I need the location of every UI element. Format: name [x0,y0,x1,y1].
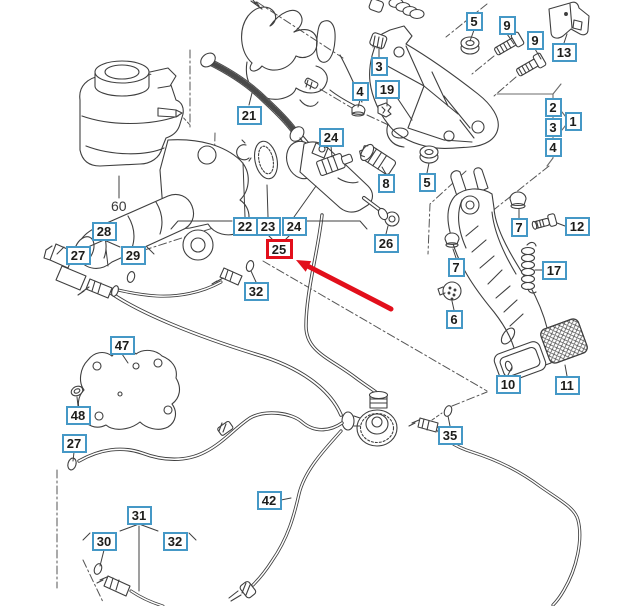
pivot-pin-8 [356,141,397,176]
callout-32-bottom[interactable]: 32 [162,531,188,551]
callout-42[interactable]: 42 [256,490,282,510]
callout-27-bottom[interactable]: 27 [61,433,87,453]
callout-47[interactable]: 47 [109,335,135,355]
cable-fitting-30-32 [93,563,163,606]
valve-24 [316,150,354,176]
callout-2[interactable]: 2 [544,97,562,117]
pedal-rubber-cap-11 [539,317,589,365]
callout-6[interactable]: 6 [445,309,463,329]
buffer-4 [352,105,365,116]
assembly-60-label: 60 [111,198,127,214]
return-spring-17 [522,242,537,293]
clutch-master-cylinder [237,137,399,226]
bracket-bolt-9-right [514,52,546,79]
callout-29[interactable]: 29 [120,245,146,265]
callout-25[interactable]: 25 [265,239,293,259]
bushing-3 [368,0,387,49]
callout-32-mid[interactable]: 32 [243,281,269,301]
pedal-bracket [370,26,499,148]
leader-lines [73,30,567,566]
grommet-48 [70,384,85,397]
nut-5-mid [420,146,438,163]
damper [342,392,397,447]
callout-5-mid[interactable]: 5 [418,172,436,192]
callout-9-right[interactable]: 9 [526,30,544,50]
callout-19[interactable]: 19 [374,79,400,99]
callout-22[interactable]: 22 [232,216,258,236]
mounting-bracket-47 [78,350,179,430]
callout-48[interactable]: 48 [65,405,91,425]
hose-mastercylinder-to-damper [306,215,381,398]
callout-12[interactable]: 12 [564,216,590,236]
top-studs-and-spring [251,0,424,89]
callout-23[interactable]: 23 [255,216,281,236]
supply-hose [198,50,309,148]
callout-5-top[interactable]: 5 [465,11,483,31]
callout-4-top[interactable]: 4 [351,81,369,101]
callout-4-group[interactable]: 4 [544,137,562,157]
callout-30[interactable]: 30 [91,531,117,551]
callout-31[interactable]: 31 [126,505,152,525]
callout-1[interactable]: 1 [564,111,582,131]
clutch-pedal [448,168,551,374]
callout-24-row[interactable]: 24 [281,216,307,236]
retainer-plate-13 [549,2,589,38]
callout-8[interactable]: 8 [377,173,395,193]
callout-3-group[interactable]: 3 [544,117,562,137]
callout-35[interactable]: 35 [437,425,463,445]
callout-13[interactable]: 13 [551,42,577,62]
callout-3-top[interactable]: 3 [370,56,388,76]
callout-11[interactable]: 11 [554,375,580,395]
callout-7-left[interactable]: 7 [447,257,465,277]
union-28-fitting [78,271,136,298]
bolt-12 [531,213,557,231]
cap-6 [438,282,461,300]
pedal-pad-10 [492,340,547,385]
callout-24-top[interactable]: 24 [318,127,344,147]
firewall-outline [242,7,362,108]
highlight-arrow [296,260,391,309]
callout-7-top[interactable]: 7 [510,217,528,237]
callout-17[interactable]: 17 [541,260,567,280]
callout-21[interactable]: 21 [236,105,262,125]
callout-28[interactable]: 28 [91,221,117,241]
callout-10[interactable]: 10 [495,374,521,394]
pipe-42 [229,431,341,601]
stop-buffer-7-left [445,233,459,247]
group-connector-lines [57,221,367,591]
pressure-pipe-main [108,282,341,415]
stop-buffer-7-top [510,192,526,209]
callout-9-left[interactable]: 9 [498,15,516,35]
bracket-bolt-9-left [492,31,524,58]
pipe-35-run [409,405,580,605]
hose-27-lower [67,413,342,471]
fluid-reservoir-master-cylinder [44,61,249,290]
nut-5-top [461,37,479,54]
callout-26[interactable]: 26 [373,233,399,253]
callout-27-top[interactable]: 27 [65,245,91,265]
clip-19 [378,103,391,117]
pipe-union-32 [212,260,255,285]
